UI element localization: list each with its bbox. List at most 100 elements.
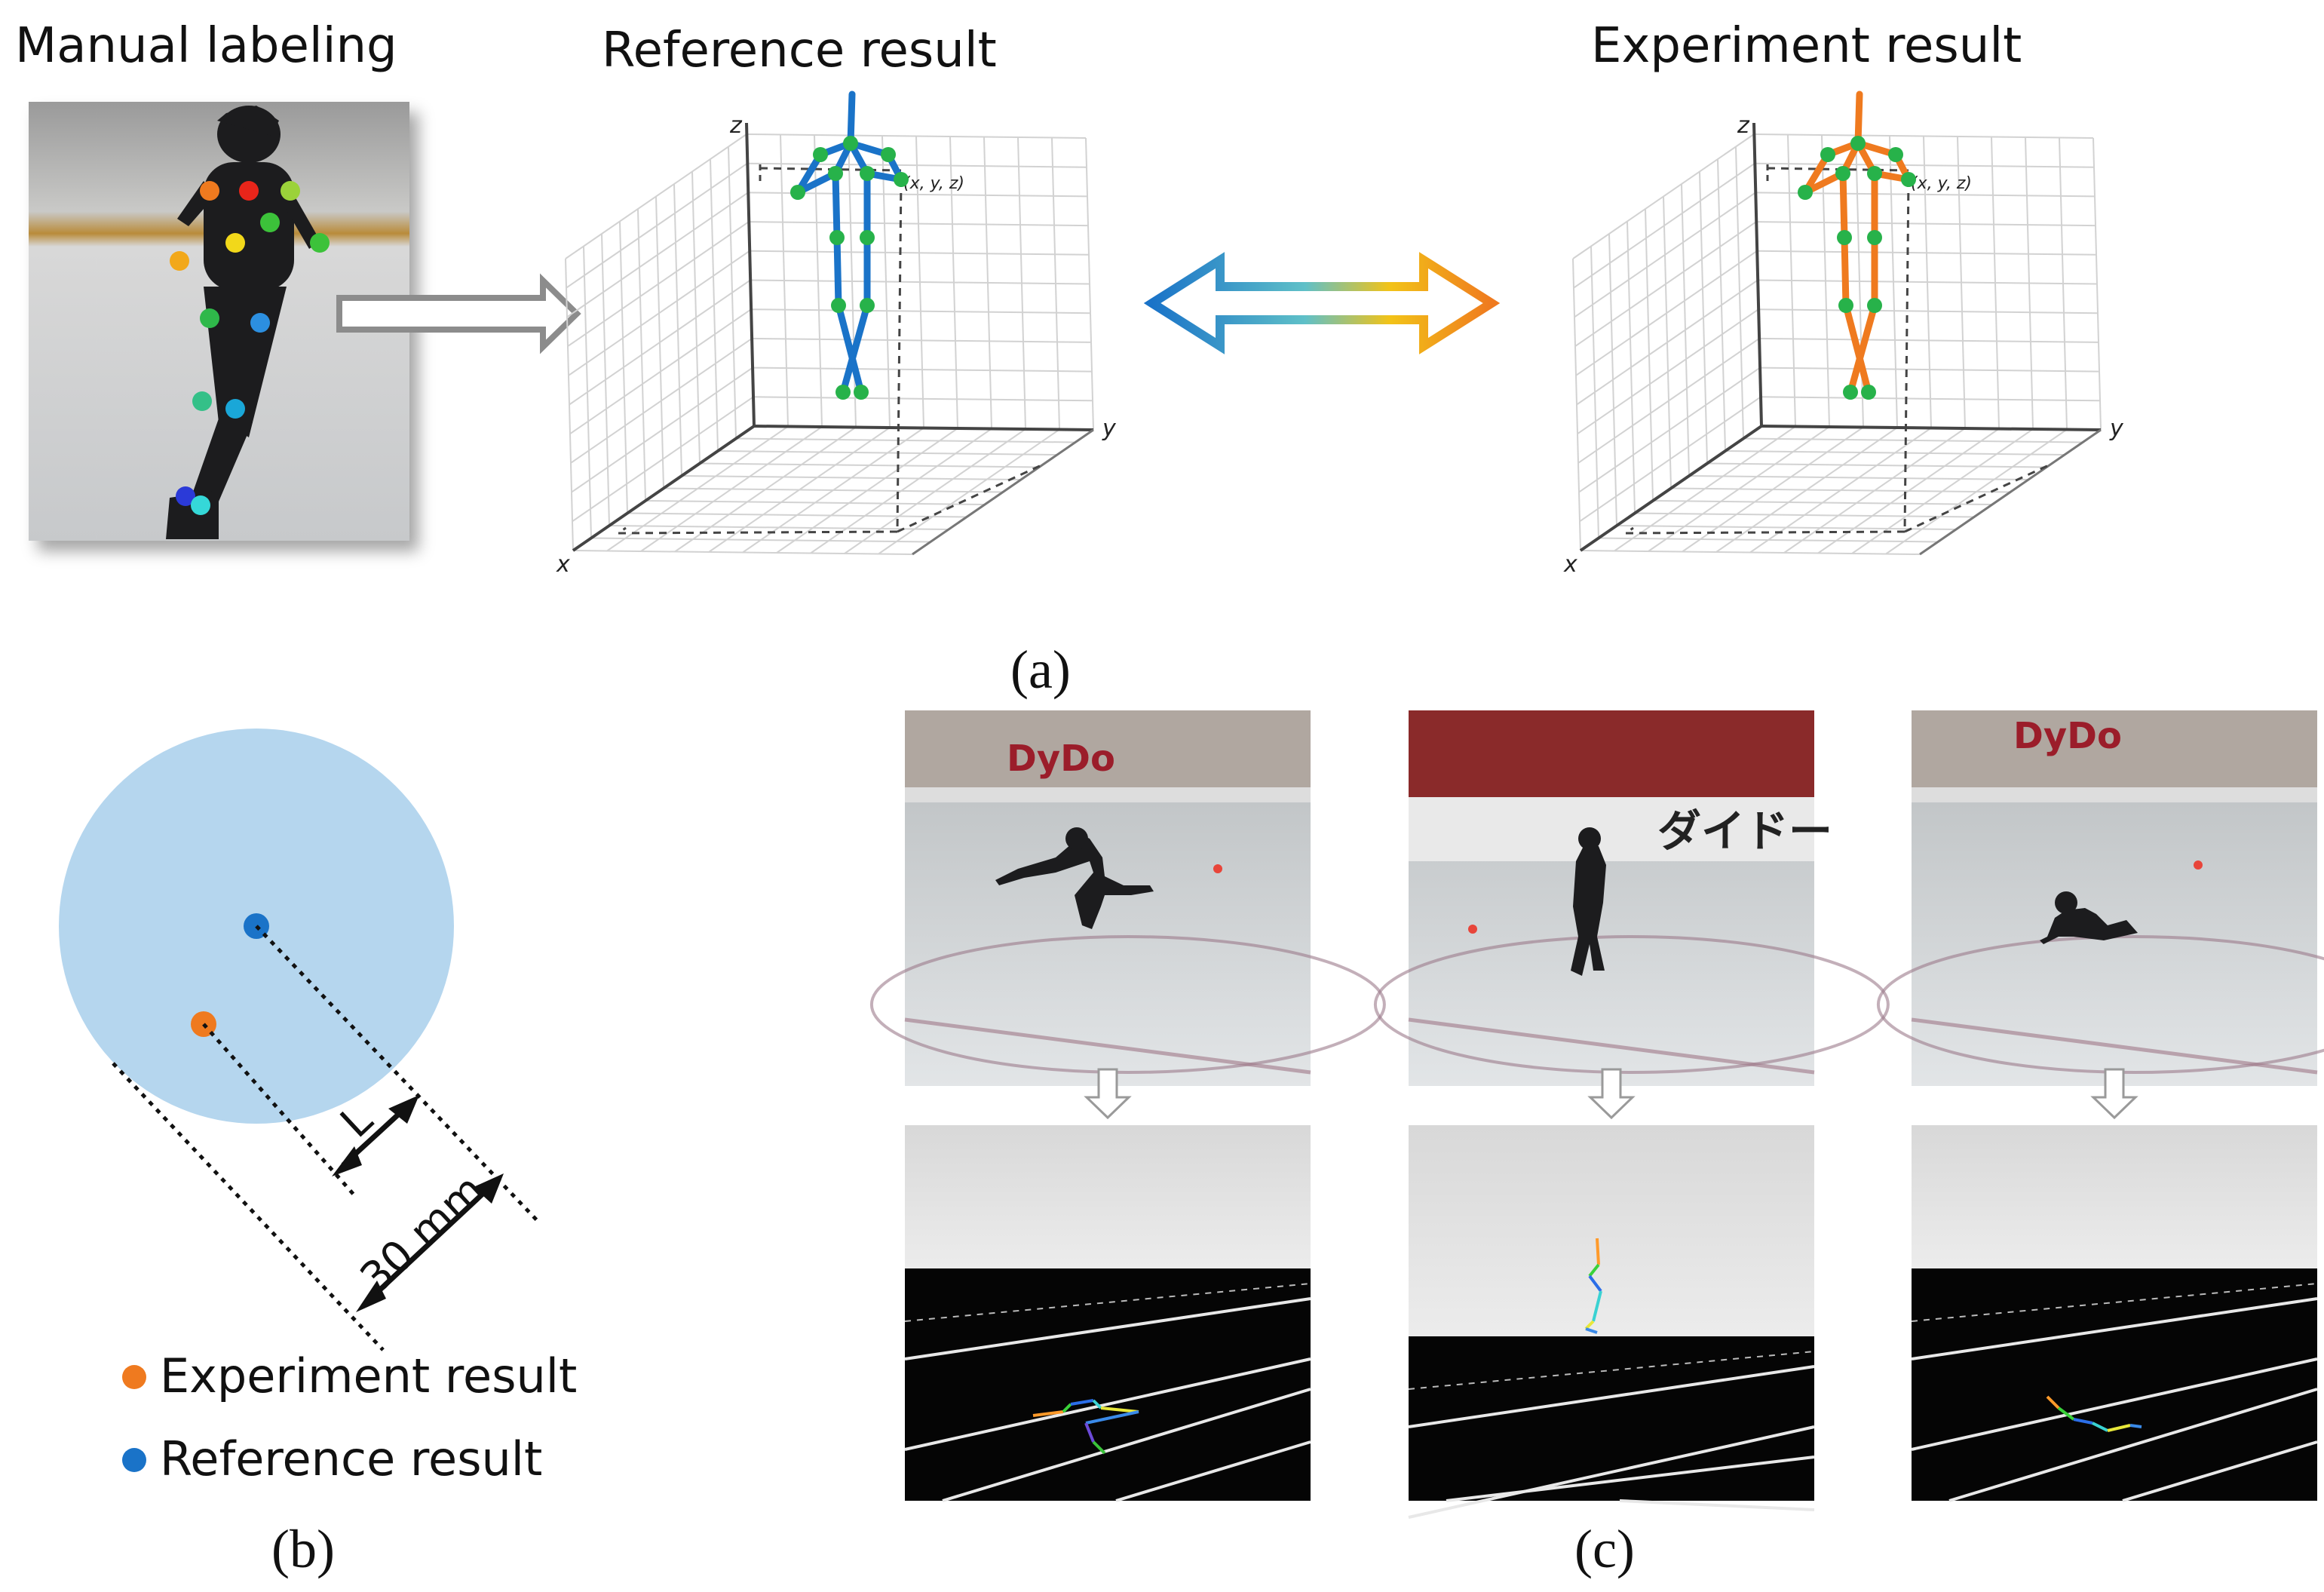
skater-figure [1571,846,1606,976]
comparison-double-arrow-icon [1143,252,1501,354]
panel-a: Manual labeling Reference result Experim… [15,18,2124,700]
skeleton-joint [843,136,858,151]
rink-board [1912,787,2317,802]
skater-head [1065,827,1088,850]
skeleton-joint [1838,298,1853,313]
grid-line [645,500,986,505]
experiment-3d-plot: zyx(x, y, z) [1563,90,2124,578]
skeleton-joint [1820,147,1835,162]
render-floor [905,1268,1311,1501]
projection-line [896,179,903,532]
skeleton-bone [1842,302,1872,396]
radius-extension-line [112,1062,385,1351]
grid-line [1574,221,1757,347]
render-skeleton-bone [2073,1418,2093,1425]
legend: Experiment result Reference result [122,1348,577,1486]
x-axis-label: x [556,551,570,578]
keypoint-dot [200,308,219,328]
rink-photo-1: DyDo [869,710,1386,1086]
skeleton-joint [894,172,909,187]
x-axis-label: x [1563,551,1577,578]
floor-edge [1919,428,2102,556]
skeleton-joint [835,385,851,400]
grid-line [1572,133,1755,259]
grid-line [844,428,1026,554]
down-arrow-icon [2090,1068,2139,1120]
z-axis-label: z [729,112,743,139]
right-arrow-icon [336,273,581,354]
grid-line [1580,550,1921,555]
grid-line [590,537,931,543]
grid-line [1634,512,1975,518]
pose-render-2 [1408,1125,1815,1519]
point-coordinate-label: (x, y, z) [1911,174,1972,193]
floor-dashed-line [1408,1351,1815,1390]
grid-line [609,525,949,530]
floor-grid-line [1911,1357,2318,1451]
rink-circle-marking [1877,935,2324,1074]
x-axis [572,425,756,552]
point-coordinate-label: (x, y, z) [903,174,964,193]
keypoint-dot [170,251,189,271]
floor-grid-line [1446,1455,1815,1502]
grid-line [1051,137,1060,430]
skater-figure [995,835,1154,929]
z-axis [1752,122,1763,427]
grid-line [746,133,1087,139]
caption-b: (b) [271,1519,335,1579]
grid-line [1590,246,1599,538]
floor-grid-line [942,1388,1311,1502]
keypoint-dot [192,391,212,411]
skeleton-joint [813,147,828,162]
dimension-30mm: 30 mm [351,1165,504,1312]
floor-dashed-line [1911,1283,2318,1322]
skeleton-joint [860,298,875,313]
keypoint-dot [225,233,245,253]
render-skeleton-bone [1092,1399,1102,1409]
x-axis [1579,425,1763,552]
render-skeleton-bone [1588,1263,1600,1278]
skeleton-joint [1861,385,1876,400]
skeleton-bone [835,302,865,396]
projection-line [897,462,1045,533]
grid-line [1991,137,2000,429]
render-skeleton-bone [1100,1406,1139,1413]
skeleton-joint [854,385,869,400]
keypoint-dot [250,313,270,333]
skeleton-joint [828,166,843,181]
skater-head [1578,827,1601,850]
skater-figure [2040,908,2138,944]
skeleton-bone [847,90,856,147]
skeleton-bone [839,302,871,396]
render-skeleton-bone [2107,1424,2131,1432]
skater-head [2055,891,2077,914]
grid-line [565,258,574,551]
keypoint-dot [281,181,300,201]
grid-line [949,136,958,429]
grid-line [1085,137,1094,431]
floor-grid-line [1619,1499,1815,1511]
render-skeleton-bone [1092,1440,1106,1455]
grid-line [637,208,646,502]
rink-wall [1912,710,2317,793]
rink-banner [1409,797,1814,861]
grid-line [566,192,749,318]
grid-line [776,428,958,554]
rink-banner-text: ダイドー [1657,805,1832,857]
pose-render-3 [1911,1125,2318,1502]
skeleton-joint [860,230,875,245]
y-axis-label: y [2109,416,2124,442]
dimension-30mm-label: 30 mm [351,1165,494,1303]
render-skeleton-bone [1588,1275,1602,1293]
manual-keypoints [170,181,330,515]
panel-b: L 30 mm Experiment result Reference resu… [59,729,577,1579]
projection-line [615,526,898,535]
skeleton-joint [1843,385,1858,400]
floor-grid-line [904,1357,1311,1451]
caption-a: (a) [1010,640,1071,700]
grid-line [1885,428,2068,555]
y-axis [1761,425,2102,431]
skeleton-joint [1867,230,1882,245]
floor-grid-line [1115,1440,1311,1502]
keypoint-dot [200,181,219,201]
